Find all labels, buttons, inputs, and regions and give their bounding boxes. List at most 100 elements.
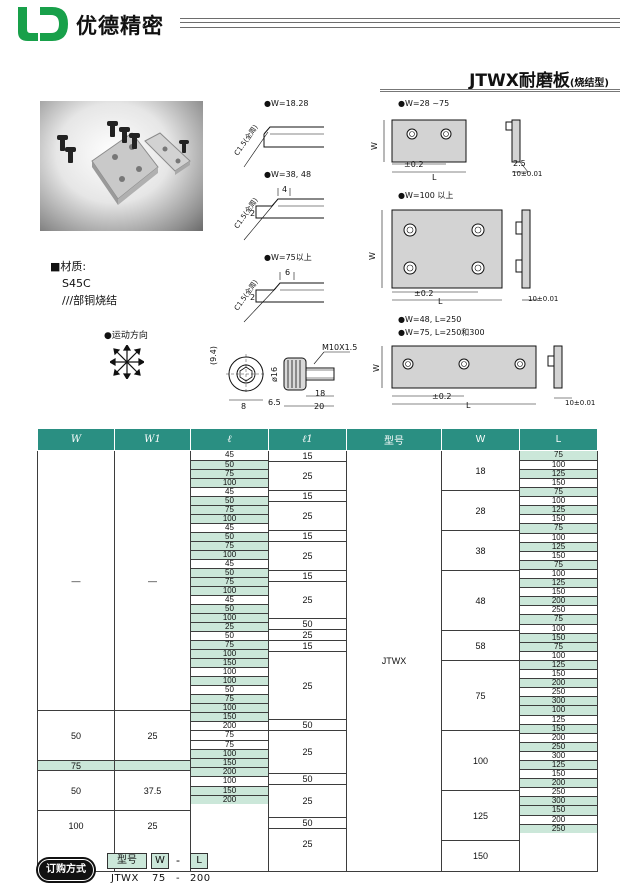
value-cell: 150 — [191, 712, 268, 722]
value-cell: 75 — [191, 640, 268, 650]
value-cell: 100 — [520, 496, 597, 506]
dim-tol-3: ±0.2 — [432, 392, 452, 401]
value-cell: 100 — [191, 613, 268, 623]
l1-value: 25 — [302, 839, 313, 849]
dim-w-2: W — [368, 252, 377, 260]
value-cell: 200 — [520, 678, 597, 688]
value-cell: 125 — [520, 542, 597, 552]
value-cell: 300 — [520, 751, 597, 760]
bolt-thread: M10X1.5 — [322, 343, 358, 352]
w-value: 50 — [38, 711, 114, 761]
w-value: 50 — [38, 771, 114, 811]
w1-value — [115, 761, 190, 771]
value-cell: 100 — [191, 649, 268, 659]
value-cell: 125 — [520, 715, 597, 725]
material-label: ■材质: — [50, 260, 87, 273]
value-cell: 200 — [191, 721, 268, 731]
l1-value: 25 — [302, 630, 313, 640]
l1-value: 25 — [269, 785, 346, 818]
col-l: ℓ — [190, 428, 269, 451]
value-cell: 25 — [191, 622, 268, 632]
value-cell: 50 — [191, 604, 268, 614]
value-cell: 150 — [520, 806, 597, 816]
l1-value: 25 — [269, 652, 346, 720]
value-cell: 50 — [191, 631, 268, 641]
col-w-size: W — [441, 428, 520, 451]
value-cell: 100 — [191, 550, 268, 560]
value-cell: 150 — [191, 758, 268, 768]
dim-9-4: (9.4) — [209, 346, 218, 365]
value-cell: 100 — [520, 569, 597, 579]
value-cell: 150 — [520, 769, 597, 779]
dim-tol-1: ±0.2 — [404, 160, 424, 169]
value-cell: 125 — [520, 505, 597, 515]
value-cell: 150 — [520, 587, 597, 597]
w1-value: — — [115, 451, 190, 711]
plate-drawing-100 — [381, 209, 538, 301]
product-photo — [40, 101, 203, 231]
col-model: 型号 — [346, 428, 442, 451]
motion-direction-icon — [110, 345, 144, 379]
value-cell: 100 — [191, 676, 268, 685]
l1-value: 50 — [269, 619, 346, 630]
w-size-value: 58 — [442, 631, 519, 661]
value-cell: 150 — [191, 786, 268, 796]
value-cell: 75 — [191, 731, 268, 740]
value-cell: 100 — [191, 514, 268, 524]
value-cell: 75 — [520, 642, 597, 652]
dim-l-3: L — [466, 401, 471, 410]
dim-4: 4 — [282, 185, 288, 194]
value-cell: 75 — [520, 524, 597, 534]
value-cell: 75 — [191, 469, 268, 479]
value-cell: 75 — [520, 451, 597, 461]
order-l-box: L — [190, 853, 208, 869]
value-cell: 75 — [520, 487, 597, 497]
dim-phi16: ø16 — [270, 366, 279, 382]
w-size-value: 28 — [442, 491, 519, 531]
value-cell: 50 — [191, 568, 268, 578]
value-cell: 125 — [520, 578, 597, 588]
value-cell: 50 — [191, 685, 268, 695]
value-cell: 50 — [191, 496, 268, 506]
chamfer-drawing-18-28 — [243, 126, 324, 168]
l1-value: 25 — [269, 731, 346, 774]
dim-2-b: 2 — [250, 293, 256, 302]
w-size-value: 18 — [442, 451, 519, 491]
value-cell: 200 — [520, 733, 597, 743]
l1-value: 25 — [302, 551, 313, 561]
value-cell: 100 — [520, 651, 597, 661]
value-cell: 100 — [191, 703, 268, 713]
value-cell: 75 — [191, 740, 268, 750]
value-cell: 150 — [520, 514, 597, 524]
value-cell: 45 — [191, 595, 268, 605]
value-cell: 100 — [520, 533, 597, 543]
value-cell: 50 — [191, 532, 268, 542]
value-cell: 45 — [191, 451, 268, 461]
value-cell: 100 — [191, 586, 268, 596]
order-example-w: 75 — [152, 873, 166, 884]
w1-value: 25 — [115, 711, 190, 761]
l1-value: 15 — [269, 451, 346, 462]
value-cell: 100 — [191, 478, 268, 488]
value-cell: 150 — [520, 633, 597, 642]
plate-drawing-long — [381, 345, 572, 405]
bolt-drawing — [226, 351, 350, 407]
motion-direction-label: ●运动方向 — [104, 331, 148, 341]
product-photo-illustration — [57, 121, 191, 205]
value-cell: 200 — [191, 767, 268, 777]
dim-tol-2: ±0.2 — [414, 289, 434, 298]
l1-value: 50 — [302, 774, 313, 784]
